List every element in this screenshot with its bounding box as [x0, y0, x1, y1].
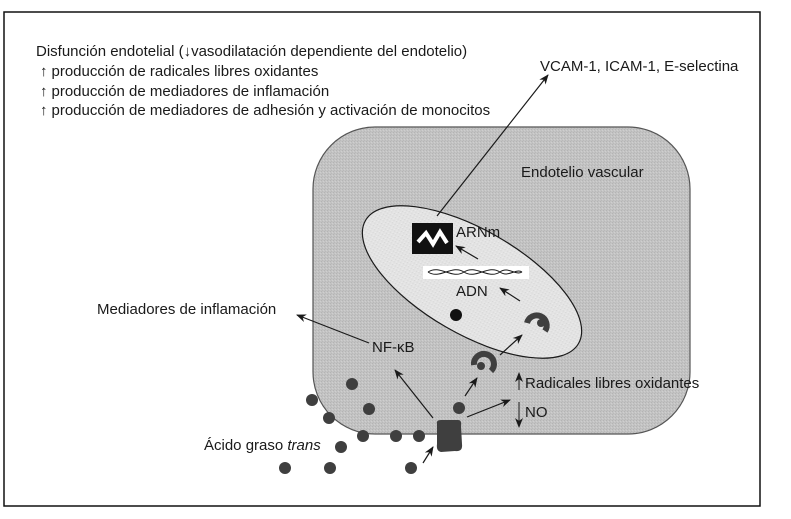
arrow-to-dna	[499, 287, 521, 302]
fatty-acid-particle	[346, 378, 358, 390]
arrow-dna-to-mrna	[455, 245, 479, 260]
arrow-to-radicals	[466, 399, 511, 418]
fatty-acid-particle	[453, 402, 465, 414]
arrow-to-receptor	[464, 377, 478, 397]
arrow-to-inflammation-mediators	[296, 314, 370, 344]
trans-fat-label: Ácido graso trans	[204, 437, 321, 454]
trans-fat-particles	[279, 378, 465, 474]
cell-label: Endotelio vascular	[521, 164, 644, 181]
fatty-acid-particle	[405, 462, 417, 474]
header-title: Disfunción endotelial (↓vasodilatación d…	[36, 43, 467, 60]
fatty-acid-particle	[323, 412, 335, 424]
inflammation-mediators-label: Mediadores de inflamación	[97, 301, 276, 318]
up-arrow-icon: ↑	[40, 83, 48, 100]
nfkb-label: NF-κB	[372, 339, 415, 356]
arrow-to-nfkb	[394, 369, 434, 419]
adhesion-molecules-label: VCAM-1, ICAM-1, E-selectina	[540, 58, 739, 75]
arrow-to-nuclear-receptor	[499, 334, 523, 356]
fatty-acid-particle	[279, 462, 291, 474]
receptor-complex-icon	[470, 350, 497, 374]
fatty-acid-particle	[390, 430, 402, 442]
figure-frame	[3, 11, 761, 507]
header-item: ↑producción de mediadores de adhesión y …	[40, 102, 490, 119]
fatty-acid-particle	[413, 430, 425, 442]
fatty-acid-particle	[335, 441, 347, 453]
up-arrow-icon: ↑	[40, 102, 48, 119]
trans-fat-receptor	[436, 420, 463, 452]
fatty-acid-particle	[363, 403, 375, 415]
nuclear-pore	[450, 309, 462, 321]
radicals-label: Radicales libres oxidantes	[525, 375, 699, 392]
dna-icon	[423, 266, 529, 279]
header-item: ↑producción de mediadores de inflamación	[40, 83, 329, 100]
mrna-label: ARNm	[456, 224, 500, 241]
dna-label: ADN	[456, 283, 488, 300]
no-label: NO	[525, 404, 548, 421]
up-arrow-icon: ↑	[40, 63, 48, 80]
fatty-acid-particle	[324, 462, 336, 474]
receptor-complex-icon	[524, 312, 550, 333]
fatty-acid-particle	[306, 394, 318, 406]
mrna-icon	[412, 223, 453, 254]
header-item: ↑producción de radicales libres oxidante…	[40, 63, 318, 80]
down-arrow-icon: ↓	[184, 43, 192, 60]
arrow-into-cell	[422, 446, 434, 464]
fatty-acid-particle	[357, 430, 369, 442]
arrow-to-adhesion	[436, 74, 549, 217]
